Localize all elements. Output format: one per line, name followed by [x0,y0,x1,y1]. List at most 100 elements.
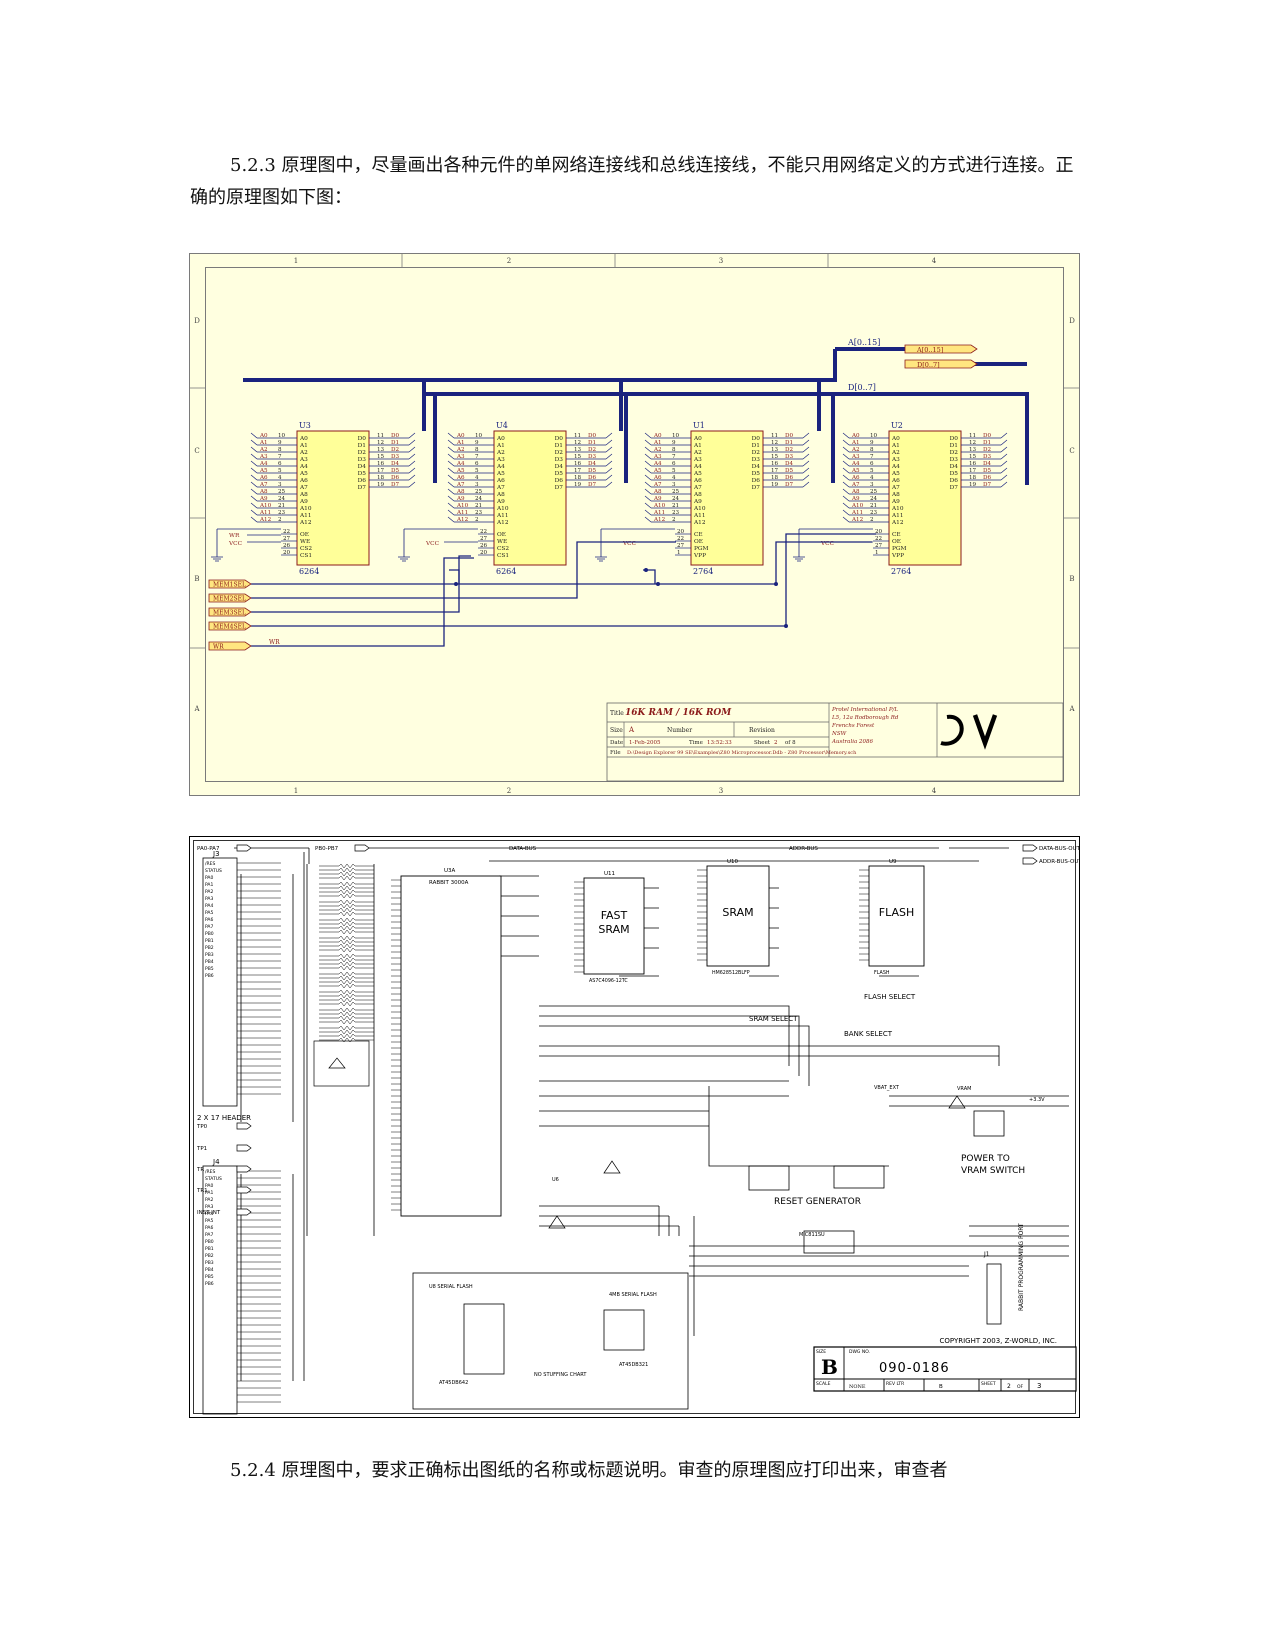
serial-drop [658,1206,680,1236]
pin-number: 11 [771,433,778,439]
processor-schematic-svg: J3/RESSTATUSPA0PA1PA2PA3PA4PA5PA6PA7PB0P… [189,836,1080,1418]
offpage-connector: PB0-PB7 [315,844,370,852]
header-pin-name: STATUS [205,868,222,874]
prog-port-lines [969,1225,1069,1257]
addr-net-label: A6 [653,475,662,481]
bus-entry [250,474,258,481]
file-path: D:\Design Explorer 99 SE\Examples\Z80 Mi… [627,750,857,756]
connector-label: INST-INT [197,1210,221,1216]
bus-entry [447,439,455,446]
address-bus [243,349,837,382]
addr-net-label: A0 [653,433,662,439]
vcc-label: VCC [622,541,637,547]
control-wires [251,533,876,647]
pin-number: 3 [475,482,479,488]
pin-number: 13 [377,447,385,453]
addr-net-label: A1 [456,440,465,446]
bus-entry [644,467,652,474]
addr-net-label: A10 [851,503,864,509]
pin-number: 26 [283,543,291,549]
pin-number: 19 [969,482,977,488]
pin-number: 4 [870,475,874,481]
pin-name: A8 [891,492,900,498]
pin-name: A3 [496,457,505,463]
pin-number: 8 [870,447,874,453]
pin-name: A8 [496,492,505,498]
company-line: L5, 12a Rodborough Rd [831,715,899,721]
pin-number: 23 [870,510,878,516]
small-ic [973,1110,1005,1137]
bus-entry [408,467,416,474]
pin-name: D1 [358,443,366,449]
zone-row-label: B [194,575,199,583]
pin-name: PGM [694,546,709,552]
pin-number: 13 [969,447,977,453]
resistor [319,925,374,931]
data-net-label: D6 [785,475,793,481]
pin-name: D5 [358,471,367,477]
protel-logo [940,714,998,750]
pin-number: 12 [969,440,977,446]
frame-outer [189,253,1080,796]
pin-name: A6 [891,478,900,484]
pin-number: 2 [870,517,874,523]
resistor [319,979,374,985]
resistor-pack [319,899,374,917]
bus-entry [842,509,850,516]
pin-name: A12 [496,520,509,526]
data-net-label: D7 [391,482,399,488]
connector-label: ADDR-BUS-OUT [1039,859,1080,865]
pin-name: VPP [891,553,904,559]
pin-name: D6 [358,478,367,484]
data-net-label: D7 [983,482,991,488]
note-u6: U6 [552,1177,559,1183]
power-lines [889,1095,1069,1107]
sheet-value: 2 [1007,1383,1011,1390]
bus-entry [605,460,613,467]
header-ref: J3 [212,850,220,858]
note-bank-select: BANK SELECT [844,1030,893,1038]
addr-lines [499,875,539,957]
zone-column-label: 3 [719,787,723,795]
addr-net-label: A11 [259,510,271,516]
chip-label: SRAM [722,906,753,919]
header-pin-name: /RES [205,1169,215,1175]
data-net-label: D2 [391,447,399,453]
resistor [319,921,374,927]
header-pin-name: PA6 [205,917,214,923]
paragraph-5-2-4: 5.2.4 原理图中，要求正确标出图纸的名称或标题说明。审查的原理图应打印出来，… [230,1460,948,1481]
addr-net-label: A9 [851,496,860,502]
bus-entry [408,474,416,481]
copyright: COPYRIGHT 2003, Z-WORLD, INC. [940,1337,1058,1345]
note-u7: AT45DB642 [439,1380,468,1386]
pin-number: 7 [870,454,874,460]
ground-symbol [793,528,873,562]
top-bus-out [949,847,979,862]
zone-row-label: A [193,705,200,713]
zone-column-label: 3 [719,257,723,265]
data-net-label: D6 [983,475,991,481]
offpage-connector: ADDR-BUS-OUT [1022,857,1080,865]
pin-number: 13 [771,447,779,453]
resistor-pack [319,1025,374,1043]
addr-net-label: A5 [653,468,662,474]
pin-number: 6 [870,461,874,467]
addr-net-label: A4 [259,461,268,467]
pin-name: OE [892,539,901,545]
data-net-label: D0 [785,433,793,439]
pin-number: 9 [278,440,282,446]
bus-entry [644,509,652,516]
bus-entry [1000,446,1008,453]
header-pin-name: PA5 [205,1218,214,1224]
pin-number: 18 [771,475,779,481]
pin-name: A0 [496,436,505,442]
bus-entry [644,474,652,481]
pin-name: D2 [950,450,959,456]
resistor [319,971,374,977]
data-net-label: D3 [983,454,991,460]
note-vbat: VBAT_EXT [874,1085,900,1091]
addr-net-label: A7 [456,482,465,488]
